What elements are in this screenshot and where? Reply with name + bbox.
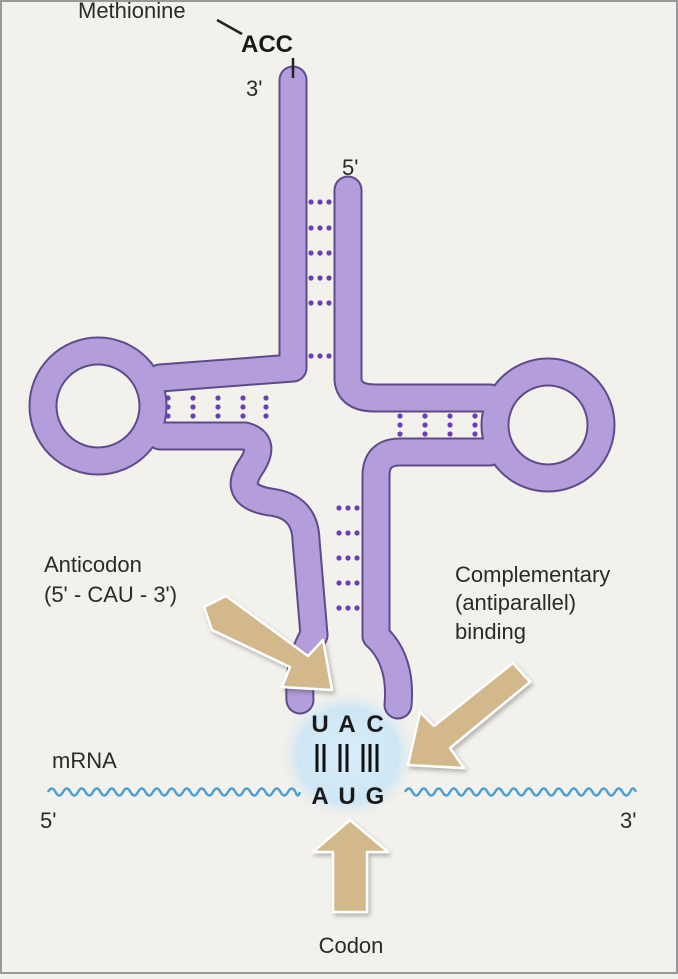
mrna-strand (46, 787, 638, 797)
anticodon-sequence: (5' - CAU - 3') (44, 582, 177, 607)
anticodon-base-2: A (338, 711, 355, 738)
binding-label-line3: binding (455, 619, 526, 644)
mrna-strand-left (46, 787, 302, 797)
mrna-3prime-label: 3' (620, 808, 636, 833)
mrna-strand-right (403, 787, 638, 797)
acceptor-connector (216, 18, 295, 78)
codon-base-3: G (366, 783, 385, 810)
acceptor-stem-pairs (308, 199, 332, 359)
mrna-5prime-label: 5' (40, 808, 56, 833)
codon-arrow (311, 818, 390, 914)
acceptor-sequence-label: ACC (241, 31, 293, 58)
mrna-label: mRNA (52, 748, 117, 773)
amino-acid-label: Methionine (78, 0, 186, 23)
anticodon-arrow (202, 594, 334, 692)
codon-base-1: A (311, 783, 328, 810)
binding-label-line1: Complementary (455, 562, 610, 587)
anticodon-base-3: C (366, 711, 383, 738)
t-stem-pairs (397, 413, 478, 437)
binding-arrow (406, 661, 532, 770)
base-pair-dots (165, 199, 478, 611)
anticodon-title: Anticodon (44, 552, 142, 577)
binding-label-line2: (antiparallel) (455, 590, 576, 615)
anticodon-base-1: U (311, 711, 328, 738)
acceptor-3prime-label: 3' (246, 76, 262, 101)
codon-base-2: U (338, 783, 355, 810)
codon-label: Codon (319, 933, 384, 958)
hydrogen-bond-bars (315, 744, 379, 772)
d-stem-pairs (165, 395, 269, 419)
anticodon-stem-pairs (336, 505, 360, 611)
trna-5prime-label: 5' (342, 155, 358, 180)
